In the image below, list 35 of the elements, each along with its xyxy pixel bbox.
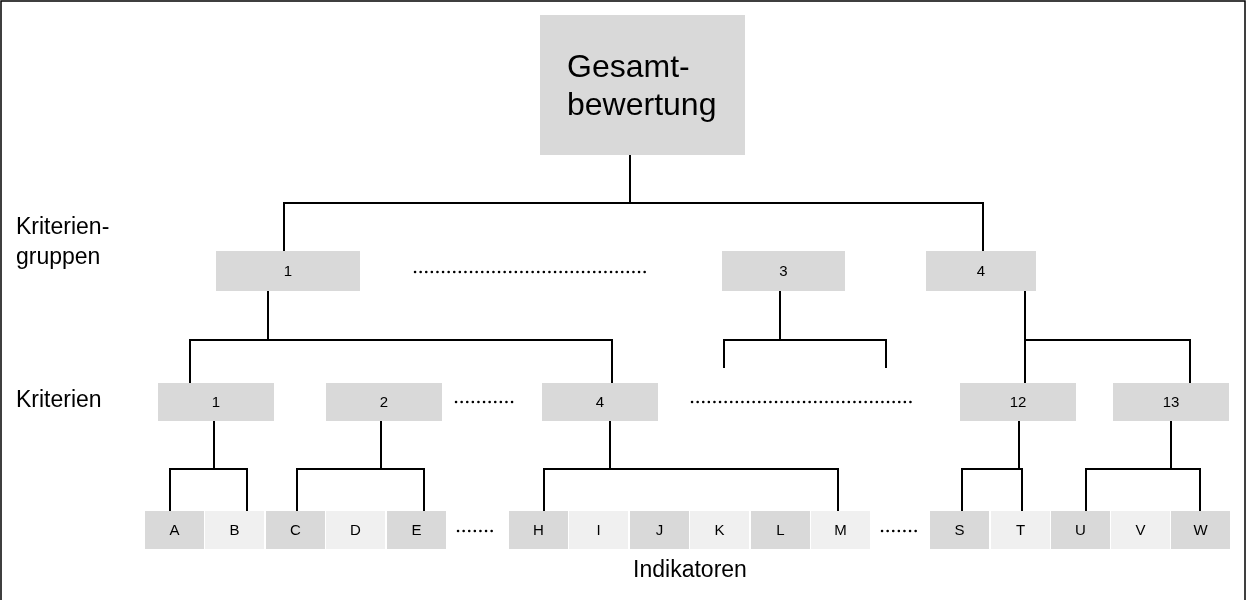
indicator-cell: L	[751, 511, 810, 549]
indicator-cell: M	[811, 511, 870, 549]
bracket-connector	[213, 420, 248, 512]
indicator-cell: H	[509, 511, 568, 549]
indicator-cell: D	[326, 511, 385, 549]
bracket-connector	[779, 290, 887, 369]
bracket-connector	[1170, 420, 1201, 512]
indicator-cell: U	[1051, 511, 1110, 549]
indicator-cell: W	[1171, 511, 1230, 549]
overall-box: Gesamt- bewertung	[540, 15, 745, 155]
criterion-box: 4	[542, 383, 658, 421]
indicator-cell: T	[991, 511, 1050, 549]
row-label: Kriterien	[16, 385, 103, 414]
indicator-cell: S	[930, 511, 989, 549]
group-box: 1	[216, 251, 360, 291]
indicator-cell: K	[690, 511, 749, 549]
criterion-box: 12	[960, 383, 1076, 421]
group-box: 3	[722, 251, 845, 291]
indicator-cell: E	[387, 511, 446, 549]
bracket-connector	[609, 420, 839, 512]
indicator-cell: I	[569, 511, 628, 549]
row-label: Indikatoren	[632, 555, 748, 584]
indicator-cell: A	[145, 511, 204, 549]
criterion-box: 13	[1113, 383, 1229, 421]
row-label: Kriterien- gruppen	[16, 212, 111, 271]
bracket-connector	[1024, 290, 1191, 384]
criterion-box: 1	[158, 383, 274, 421]
indicator-cell: V	[1111, 511, 1170, 549]
criterion-box: 2	[326, 383, 442, 421]
bracket-connector	[380, 420, 425, 512]
indicator-cell: B	[205, 511, 264, 549]
group-box: 4	[926, 251, 1036, 291]
indicator-cell: J	[630, 511, 689, 549]
bracket-connector	[1018, 420, 1023, 512]
indicator-cell: C	[266, 511, 325, 549]
